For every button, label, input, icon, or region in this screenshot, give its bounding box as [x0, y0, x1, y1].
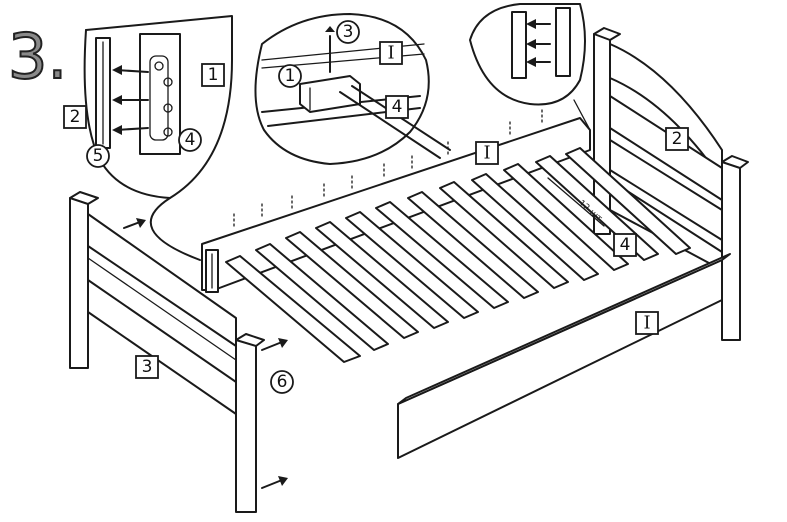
detail-left-bracket: 1 2 4 5 — [63, 15, 233, 261]
svg-text:4: 4 — [620, 235, 631, 255]
svg-text:2: 2 — [672, 129, 683, 149]
callout-1 — [278, 64, 302, 88]
svg-text:2: 2 — [70, 107, 81, 127]
callout-5 — [86, 144, 110, 168]
svg-text:5: 5 — [93, 146, 104, 166]
label-part-4-center — [385, 95, 409, 119]
screw-markers — [233, 109, 543, 229]
label-part-2-right — [665, 127, 689, 151]
label-part-I-front — [635, 311, 659, 335]
svg-text:3: 3 — [343, 22, 354, 42]
svg-text:1: 1 — [208, 65, 219, 85]
label-part-1-left — [201, 63, 225, 87]
label-part-I-back — [475, 141, 499, 165]
label-part-3 — [135, 355, 159, 379]
svg-text:I: I — [387, 43, 394, 64]
step-number: 3. — [8, 20, 67, 93]
detail-center-screw: 3 1 I 4 — [254, 13, 451, 165]
label-part-4-slat — [613, 233, 637, 257]
svg-text:I: I — [643, 313, 650, 334]
callout-4-left — [178, 128, 202, 152]
svg-text:6: 6 — [277, 372, 288, 392]
label-part-I-center — [379, 41, 403, 65]
svg-text:3: 3 — [142, 357, 153, 377]
callout-3 — [336, 20, 360, 44]
slats: 12 шт. 4 — [225, 109, 691, 363]
headboard-left: 3 6 — [69, 191, 294, 513]
svg-text:4: 4 — [185, 130, 196, 150]
svg-text:1: 1 — [285, 66, 296, 86]
detail-right-bracket — [469, 3, 591, 131]
svg-text:4: 4 — [392, 97, 403, 117]
svg-text:I: I — [483, 143, 490, 164]
side-rail-front: I — [397, 253, 731, 459]
callout-6 — [270, 370, 294, 394]
label-part-2-left — [63, 105, 87, 129]
